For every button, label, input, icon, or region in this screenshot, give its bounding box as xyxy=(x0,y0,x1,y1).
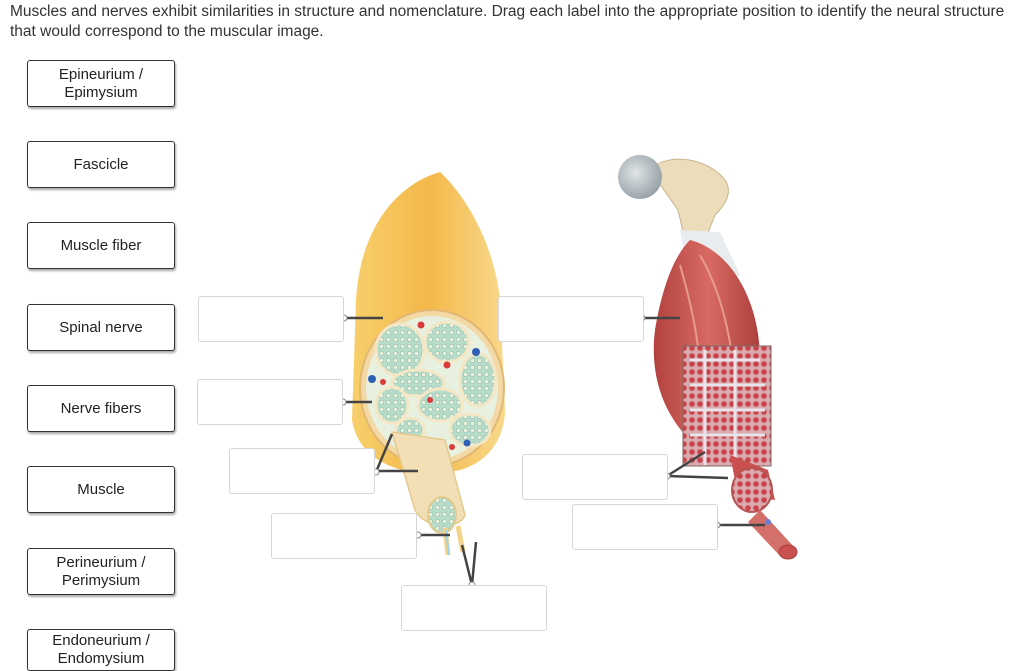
nerve-fascicles xyxy=(374,320,498,448)
label-fascicle[interactable]: Fascicle xyxy=(27,141,175,188)
drop-target-7[interactable] xyxy=(522,454,668,500)
label-muscle[interactable]: Muscle xyxy=(27,466,175,513)
label-line: Endoneurium / xyxy=(52,632,150,649)
label-line: Endomysium xyxy=(57,650,145,667)
muscle-illustration xyxy=(618,155,798,560)
drop-target-1[interactable] xyxy=(198,296,344,342)
drop-target-3[interactable] xyxy=(229,448,375,494)
drop-target-5[interactable] xyxy=(401,585,547,631)
label-spinal-nerve[interactable]: Spinal nerve xyxy=(27,304,175,351)
label-line: Epineurium / xyxy=(58,65,144,83)
nerve-illustration xyxy=(352,172,505,556)
leader-lines xyxy=(343,316,765,586)
label-line: Epimysium xyxy=(64,83,138,101)
label-muscle-fiber[interactable]: Muscle fiber xyxy=(27,222,175,269)
label-perineurium-perimysium[interactable]: Perineurium /Perimysium xyxy=(27,548,175,595)
drop-target-8[interactable] xyxy=(572,504,718,550)
label-line: Muscle xyxy=(77,480,125,498)
drop-target-2[interactable] xyxy=(197,379,343,425)
instructions-text: Muscles and nerves exhibit similarities … xyxy=(10,3,1005,40)
label-line: Nerve fibers xyxy=(60,399,142,417)
label-line: Perimysium xyxy=(61,571,141,589)
label-line: Fascicle xyxy=(73,155,129,173)
label-epineurium-epimysium[interactable]: Epineurium /Epimysium xyxy=(27,60,175,107)
label-line: Muscle fiber xyxy=(60,236,142,254)
drop-target-6[interactable] xyxy=(498,296,644,342)
label-nerve-fibers[interactable]: Nerve fibers xyxy=(27,385,175,432)
drop-target-4[interactable] xyxy=(271,513,417,559)
label-endoneurium-endomysium[interactable]: Endoneurium /Endomysium xyxy=(27,629,175,671)
label-line: Spinal nerve xyxy=(59,318,143,336)
label-line: Perineurium / xyxy=(56,553,146,571)
